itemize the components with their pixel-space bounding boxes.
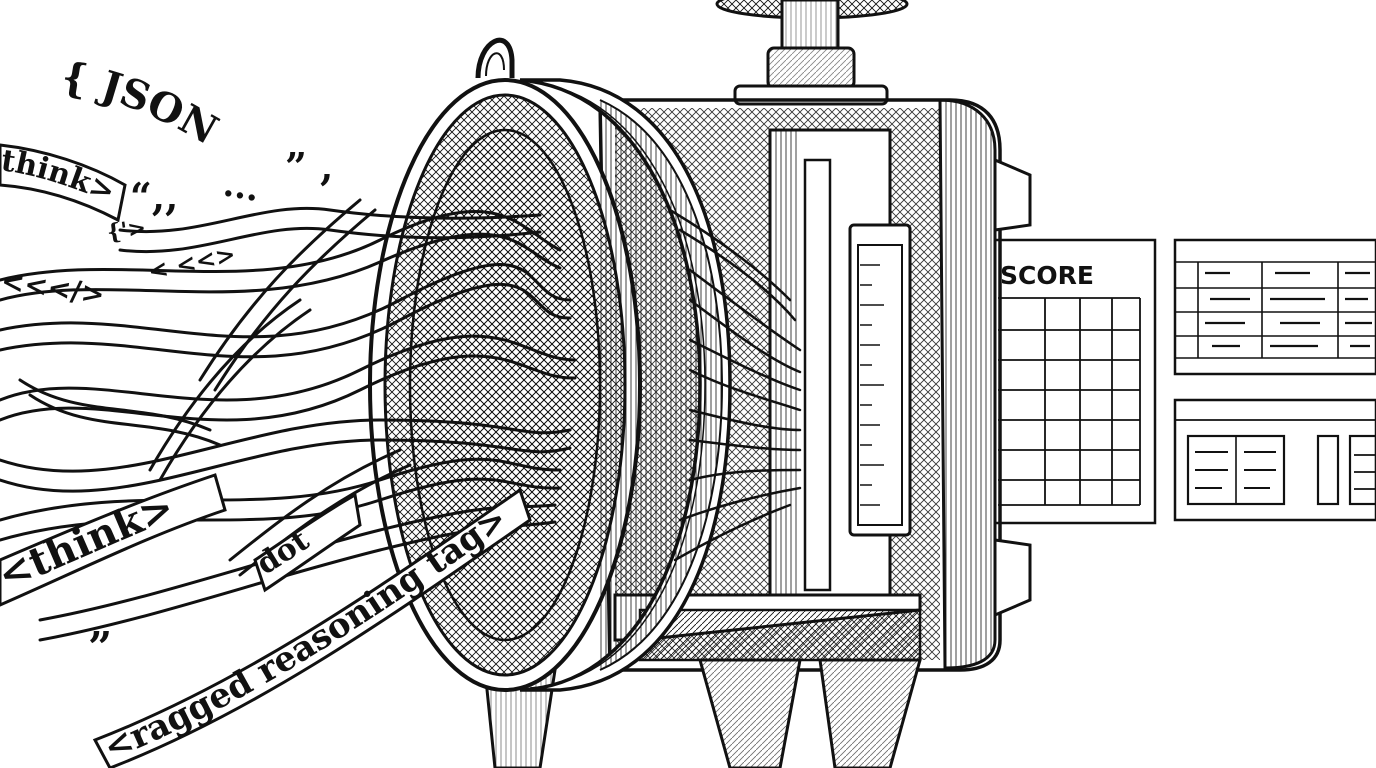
svg-text:<think>: <think> xyxy=(0,483,181,599)
score-label: SCORE xyxy=(1000,261,1094,290)
svg-text:think>: think> xyxy=(0,143,120,210)
tag-fragment-1: {'> xyxy=(105,215,148,246)
form-sheet xyxy=(1173,398,1376,522)
think-top-ribbon: think> xyxy=(0,143,127,223)
tag-fragment-3: <<</> xyxy=(0,264,107,311)
quote-bottom: ” xyxy=(88,623,112,672)
filtered-strands xyxy=(668,208,802,562)
housing xyxy=(598,98,1002,672)
dot-ribbon: dot xyxy=(251,492,362,593)
data-table-sheet xyxy=(1173,238,1376,376)
think-bottom-text: <think> xyxy=(0,483,181,599)
valve-handle xyxy=(715,0,909,106)
json-label: { JSON } xyxy=(0,0,239,161)
gauge-ticks xyxy=(860,264,884,506)
json-label-group: { JSON } xyxy=(0,0,239,161)
json-dots: ... xyxy=(220,164,262,210)
quote-open-top: “,, xyxy=(130,174,178,219)
tangled-strands xyxy=(0,198,577,642)
think-top-text: think> xyxy=(0,143,120,210)
quote-close-top: ” , xyxy=(285,144,333,189)
sieve-machine xyxy=(368,0,1032,768)
think-bottom-ribbon: <think> xyxy=(0,473,227,607)
score-sheet: SCORE xyxy=(993,238,1157,525)
